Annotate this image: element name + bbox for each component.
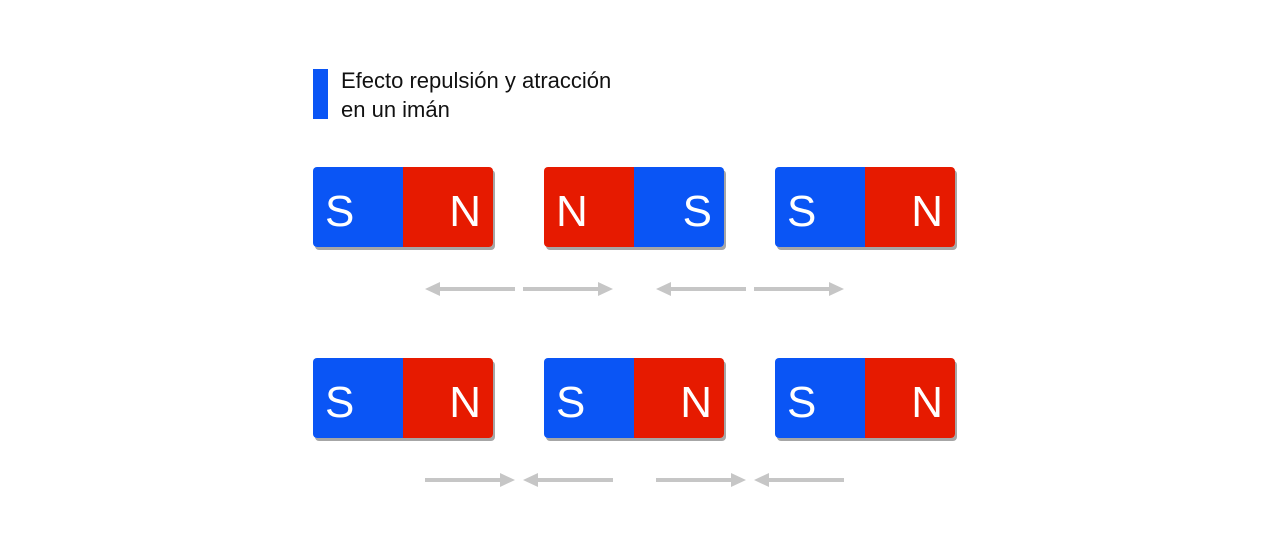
arrow-head	[523, 473, 538, 487]
force-arrow-icon	[754, 473, 844, 487]
arrow-head	[598, 282, 613, 296]
magnet-row1-1: S N	[313, 167, 493, 247]
arrow-head	[754, 473, 769, 487]
force-arrow-icon	[425, 473, 515, 487]
magnet-pole: N	[865, 358, 955, 438]
magnet-pole: S	[544, 358, 634, 438]
arrow-shaft	[523, 287, 601, 291]
magnet-row2-2: S N	[544, 358, 724, 438]
force-arrow-icon	[754, 282, 844, 296]
magnet-pole: S	[775, 167, 865, 247]
arrow-shaft	[437, 287, 515, 291]
arrow-head	[829, 282, 844, 296]
magnet-pole: S	[634, 167, 724, 247]
magnet-pole: N	[403, 358, 493, 438]
arrow-shaft	[656, 478, 734, 482]
title-line-1: Efecto repulsión y atracción	[341, 68, 612, 93]
arrow-head	[500, 473, 515, 487]
magnet-row2-3: S N	[775, 358, 955, 438]
magnet-row1-2: N S	[544, 167, 724, 247]
title-line-2: en un imán	[341, 97, 450, 122]
magnet-pole: N	[403, 167, 493, 247]
title-accent-bar	[313, 69, 328, 119]
magnet-pole: N	[544, 167, 634, 247]
force-arrow-icon	[656, 473, 746, 487]
arrow-shaft	[754, 287, 832, 291]
force-arrow-icon	[425, 282, 515, 296]
magnet-pole: S	[313, 358, 403, 438]
magnet-pole: S	[313, 167, 403, 247]
magnet-pole: N	[865, 167, 955, 247]
force-arrow-icon	[656, 282, 746, 296]
magnet-row2-1: S N	[313, 358, 493, 438]
arrow-shaft	[668, 287, 746, 291]
arrow-shaft	[535, 478, 613, 482]
arrow-head	[731, 473, 746, 487]
magnet-pole: S	[775, 358, 865, 438]
force-arrow-icon	[523, 473, 613, 487]
arrow-head	[656, 282, 671, 296]
diagram-title: Efecto repulsión y atracción en un imán	[341, 66, 611, 124]
magnet-pole: N	[634, 358, 724, 438]
arrow-head	[425, 282, 440, 296]
arrow-shaft	[766, 478, 844, 482]
arrow-shaft	[425, 478, 503, 482]
magnet-row1-3: S N	[775, 167, 955, 247]
force-arrow-icon	[523, 282, 613, 296]
